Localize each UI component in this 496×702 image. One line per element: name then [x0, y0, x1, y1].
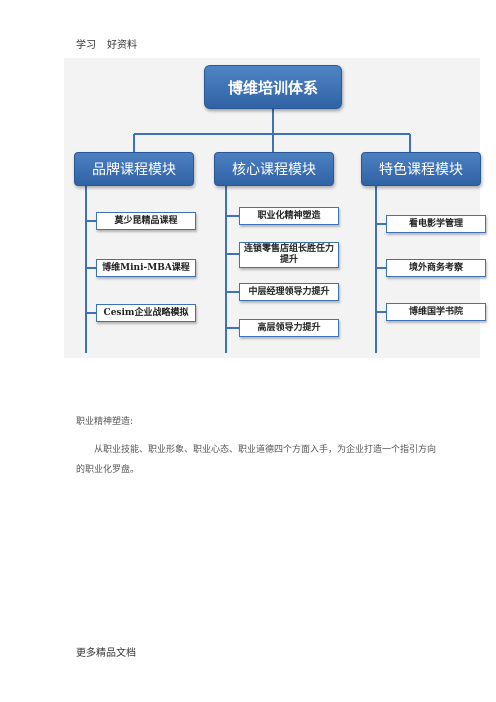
brand-item-3: Cesim企业战略模拟 — [96, 304, 196, 322]
core-item-2: 连锁零售店组长胜任力提升 — [239, 242, 339, 268]
special-item-1: 看电影学管理 — [386, 215, 486, 233]
root-node: 博维培训体系 — [204, 65, 342, 109]
header-right-text: 好资料 — [107, 40, 137, 51]
section-title: 职业精神塑造: — [76, 417, 134, 427]
body-paragraph: 从职业技能、职业形象、职业心态、职业道德四个方面入手，为企业打造一个指引方向的职… — [76, 445, 437, 475]
special-item-3: 博维国学书院 — [386, 303, 486, 321]
footer-text: 更多精品文档 — [76, 648, 136, 659]
core-item-3: 中层经理领导力提升 — [239, 283, 339, 301]
header-left-text: 学习 — [76, 40, 96, 51]
core-item-4: 高层领导力提升 — [239, 319, 339, 337]
module-core: 核心课程模块 — [214, 152, 334, 186]
brand-item-1: 莫少昆精品课程 — [96, 212, 196, 230]
special-item-2: 境外商务考察 — [386, 259, 486, 277]
core-item-1: 职业化精神塑造 — [239, 207, 339, 225]
module-brand: 品牌课程模块 — [74, 152, 194, 186]
brand-item-2: 博维Mini-MBA课程 — [96, 259, 196, 277]
training-system-diagram: 博维培训体系 品牌课程模块 核心课程模块 特色课程模块 莫少昆精品课程 博维Mi… — [64, 58, 486, 358]
connector-lines — [85, 109, 411, 353]
module-special: 特色课程模块 — [361, 152, 481, 186]
